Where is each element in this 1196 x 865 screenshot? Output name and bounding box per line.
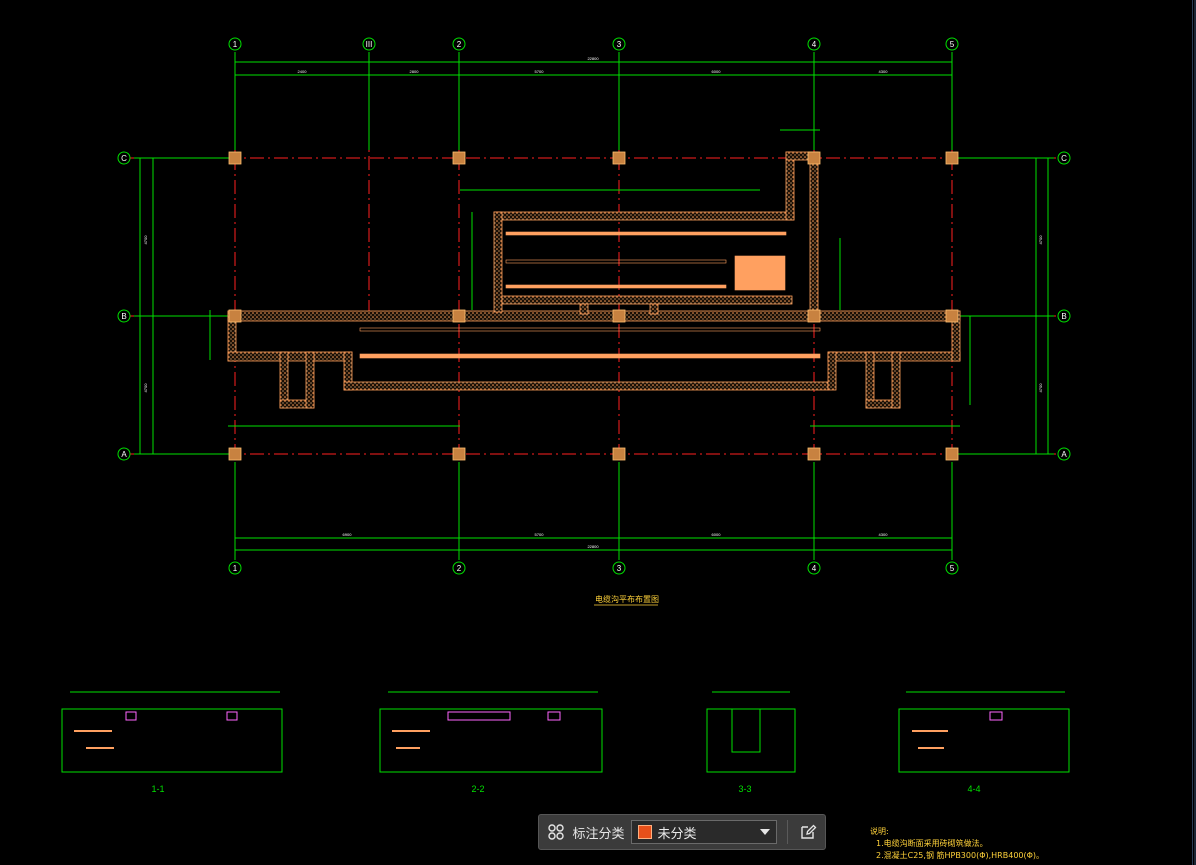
dim-total-bottom: 22800 bbox=[587, 544, 599, 549]
axis-right-b: B bbox=[1061, 312, 1066, 321]
dim-left-2: 4700 bbox=[143, 383, 148, 393]
dim-bseg-1: 6900 bbox=[343, 532, 353, 537]
viewport-edge bbox=[1192, 0, 1193, 865]
notes-heading: 说明: bbox=[870, 827, 889, 836]
columns bbox=[228, 151, 959, 461]
axis-left-a: A bbox=[121, 450, 127, 459]
axis-top-4: 3 bbox=[617, 40, 622, 49]
axis-left-c: C bbox=[121, 154, 127, 163]
axis-bubbles bbox=[117, 37, 1071, 575]
axis-bottom-3: 3 bbox=[617, 564, 622, 573]
chevron-down-icon bbox=[759, 829, 770, 835]
cable-trays bbox=[359, 231, 821, 359]
trench-walls bbox=[227, 151, 961, 409]
axis-top-2: III bbox=[366, 40, 373, 49]
axis-bubble-labels: 1 III 2 3 4 5 1 2 3 4 5 C B A C B A bbox=[121, 40, 1067, 573]
notes-block: 说明: 1.电缆沟断面采用砖砌筑做法。 2.混凝土C25,钢 筋HPB300(Φ… bbox=[870, 826, 1044, 862]
section-1-1 bbox=[61, 691, 283, 773]
section-2-2-label: 2-2 bbox=[471, 784, 484, 794]
dim-seg-3: 5700 bbox=[535, 69, 545, 74]
dim-left-1: 4700 bbox=[143, 235, 148, 245]
grid-icon bbox=[548, 824, 564, 840]
dim-text: 2400 2800 5700 6000 4300 22800 6900 5700… bbox=[143, 56, 1043, 549]
dim-seg-1: 2400 bbox=[298, 69, 308, 74]
axis-right-a: A bbox=[1061, 450, 1067, 459]
section-4-4-label: 4-4 bbox=[967, 784, 980, 794]
drawing-title: 电缆沟平布布置图 bbox=[595, 594, 659, 604]
axis-right-c: C bbox=[1061, 154, 1067, 163]
category-grid-button[interactable] bbox=[539, 815, 573, 849]
axis-bottom-5: 5 bbox=[950, 564, 955, 573]
category-color-swatch bbox=[637, 825, 652, 839]
notes-line-1: 1.电缆沟断面采用砖砌筑做法。 bbox=[876, 839, 988, 848]
dim-bseg-3: 6000 bbox=[712, 532, 722, 537]
toolbar-divider bbox=[786, 820, 788, 844]
axis-left-b: B bbox=[121, 312, 126, 321]
annotation-category-label: 标注分类 bbox=[572, 826, 625, 842]
dim-seg-2: 2800 bbox=[410, 69, 420, 74]
dim-bseg-2: 5700 bbox=[535, 532, 545, 537]
axis-top-6: 5 bbox=[950, 40, 955, 49]
dim-seg-5: 4300 bbox=[879, 69, 889, 74]
dim-seg-4: 6000 bbox=[712, 69, 722, 74]
section-3-3 bbox=[706, 691, 796, 773]
axis-top-1: 1 bbox=[233, 40, 238, 49]
edit-category-button[interactable] bbox=[792, 815, 826, 849]
category-dropdown-value: 未分类 bbox=[657, 826, 697, 842]
axis-bottom-4: 4 bbox=[812, 564, 817, 573]
annotation-toolbar: 标注分类 未分类 bbox=[538, 814, 826, 850]
edit-icon bbox=[801, 824, 817, 839]
axis-top-3: 2 bbox=[457, 40, 462, 49]
category-dropdown[interactable]: 未分类 bbox=[630, 820, 777, 844]
section-1-1-label: 1-1 bbox=[151, 784, 164, 794]
dim-bseg-4: 4300 bbox=[879, 532, 889, 537]
dim-right-2: 4700 bbox=[1038, 383, 1043, 393]
axis-bottom-2: 2 bbox=[457, 564, 462, 573]
section-3-3-label: 3-3 bbox=[738, 784, 751, 794]
axis-bottom-1: 1 bbox=[233, 564, 238, 573]
section-2-2 bbox=[379, 691, 603, 773]
axis-lines bbox=[130, 60, 1060, 560]
dim-right-1: 4700 bbox=[1038, 235, 1043, 245]
viewport-scroll-edge[interactable] bbox=[1194, 0, 1196, 865]
dim-total-top: 22800 bbox=[587, 56, 599, 61]
notes-line-2: 2.混凝土C25,钢 筋HPB300(Φ),HRB400(Φ)。 bbox=[876, 851, 1045, 860]
dimension-lines bbox=[134, 52, 1054, 560]
axis-top-5: 4 bbox=[812, 40, 817, 49]
section-4-4 bbox=[898, 691, 1070, 773]
